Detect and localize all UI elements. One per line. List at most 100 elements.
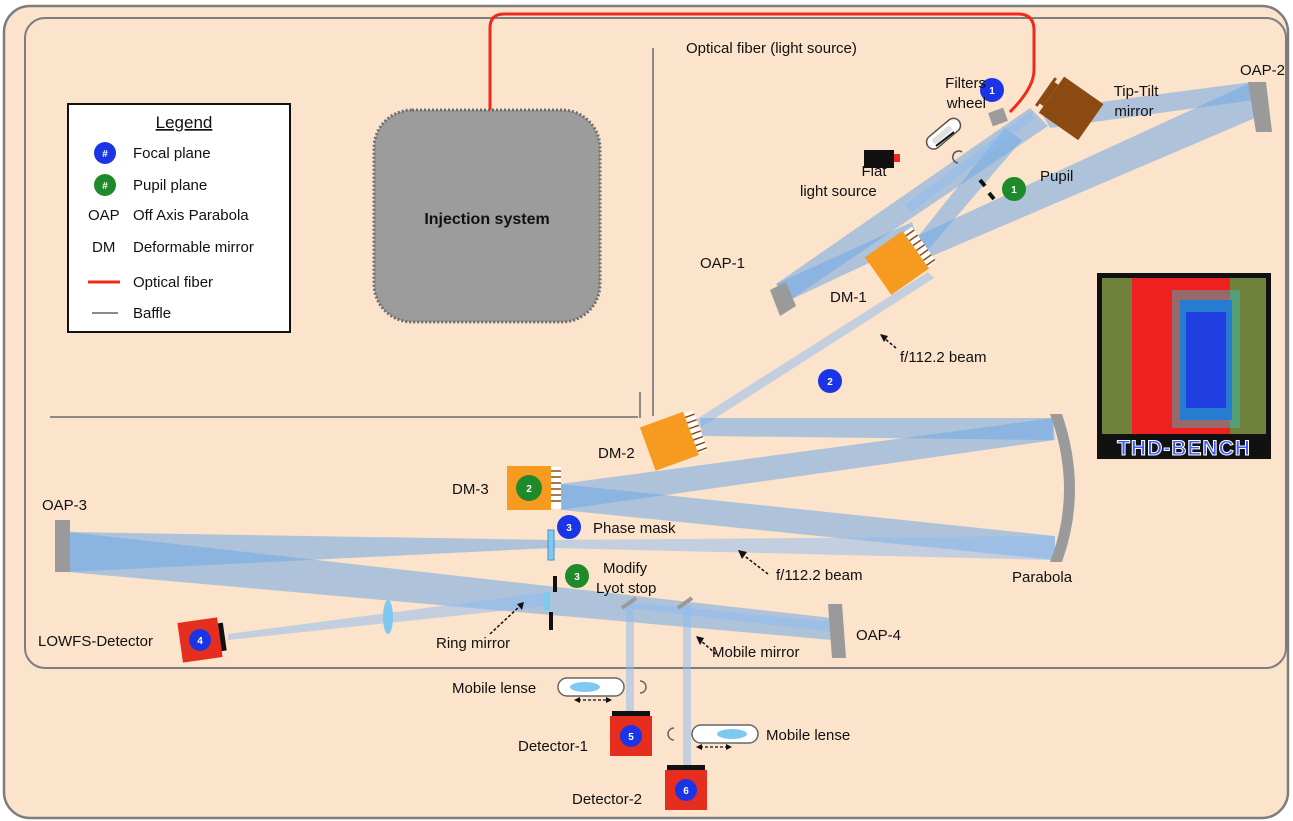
mobile-lense-left [570,682,600,692]
mobile-mirror-2 [676,596,694,610]
ring-mirror-label: Ring mirror [436,635,510,652]
oap1-mirror [770,282,796,316]
mobile-lense-left-travel-head-r [606,697,612,703]
filters-wheel-rotation [952,150,963,164]
lowfs-detector-label: LOWFS-Detector [38,633,153,650]
detector2-window [667,765,705,770]
legend: Legend # Focal plane # Pupil plane OAP O… [67,103,291,333]
beams [68,82,1255,765]
pupil-plane-marker-2 [516,475,542,501]
beam-oap3-oap4 [68,532,832,640]
mobile-lense-left-label: Mobile lense [452,680,536,697]
thd-bench-label: THD-BENCH [1117,437,1251,460]
beam-lower-label: f/112.2 beam [776,567,862,584]
focal-plane-marker-6 [675,779,697,801]
ring-mirror [544,592,550,610]
tip-tilt-label-2: mirror [1114,103,1153,120]
pupil-plane-number-3: 3 [574,572,580,583]
focal-plane-number-4: 4 [197,636,203,647]
beam-arrow-upper [883,337,897,349]
pupil-plane-number-1: 1 [1011,185,1017,196]
optical-fiber-label: Optical fiber (light source) [686,40,857,57]
legend-pupil-hash: # [102,181,108,192]
beam-source [905,112,1035,212]
legend-focal-symbol [94,142,116,164]
oap3-mirror [55,520,70,572]
phase-mask [547,529,555,561]
mobile-lense-left-travel-head-l [574,697,580,703]
fiber-output [988,107,1008,127]
pupil-stop-a [978,178,987,188]
mobile-lense-right-label: Mobile lense [766,727,850,744]
focal-plane-marker-5 [620,725,642,747]
pupil-label: Pupil [1040,168,1073,185]
focal-plane-number-3: 3 [566,523,572,534]
legend-focal-label: Focal plane [133,145,211,162]
beam-dm1-dm2 [692,272,934,428]
beam-oap1-dm1 [776,222,918,300]
pupil-plane-marker-1 [1002,177,1026,201]
detector2-label: Detector-2 [572,791,642,808]
mobile-lense-right-bracket [667,727,675,741]
beam-oap2-dm1 [908,82,1255,262]
focal-plane-marker-1 [980,78,1004,102]
filters-wheel [925,117,962,150]
beam-upper-label: f/112.2 beam [900,349,986,366]
legend-pupil-symbol [94,174,116,196]
parabola-mirror [1050,414,1075,562]
mobile-lense-right [717,729,747,739]
detector1-window [612,711,650,716]
mobile-mirror-1 [620,596,638,610]
legend-dm-label: Deformable mirror [133,239,254,256]
legend-title: Legend [156,113,213,132]
legend-oap-label: Off Axis Parabola [133,207,249,224]
dm1-label: DM-1 [830,289,867,306]
focal-plane-number-5: 5 [628,732,634,743]
pupil-plane-marker-3 [565,564,589,588]
oap4-label: OAP-4 [856,627,901,644]
mobile-mirror-arrow [699,639,717,655]
detector1-label: Detector-1 [518,738,588,755]
flat-light-source [864,150,894,168]
injection-system-box [372,108,602,324]
tip-tilt-mirror [1035,76,1104,141]
flat-source-label-2: light source [800,183,877,200]
pupil-stop-b [987,191,996,201]
mobile-mirror-arrow-head [696,636,704,645]
dm2 [639,410,708,471]
pupil-plane-number-2: 2 [526,484,532,495]
focal-plane-marker-4 [189,629,211,651]
mobile-lense-left-bracket [639,680,647,694]
dm2-label: DM-2 [598,445,635,462]
ring-mirror-arrow [489,605,521,635]
focal-plane-marker-2 [818,369,842,393]
beam-arrow-lower [741,553,769,575]
lowfs-lens [383,600,393,634]
filters-wheel-label-1: Filters [945,75,986,92]
mobile-mirror-label: Mobile mirror [712,644,800,661]
filters-wheel-filter [935,131,955,147]
lyot-stop-label: Lyot stop [596,580,656,597]
oap4-mirror [828,604,846,658]
phase-mask-label: Phase mask [593,520,676,537]
mobile-lense-right-travel-head-r [726,744,732,750]
focal-plane-number-1: 1 [989,86,995,97]
legend-fiber-label: Optical fiber [133,274,213,291]
optical-fiber [488,12,1036,114]
oap3-label: OAP-3 [42,497,87,514]
focal-plane-marker-3 [557,515,581,539]
beam-arrow-upper-head [880,334,888,342]
thd-bench-logo: THD-BENCH [1097,273,1271,461]
legend-focal-hash: # [102,149,108,160]
beam-arrow-lower-head [738,550,747,559]
dm3-label: DM-3 [452,481,489,498]
oap1-label: OAP-1 [700,255,745,272]
beam-cross [912,128,1022,250]
parabola-label: Parabola [1012,569,1073,586]
focal-plane-number-2: 2 [827,377,833,388]
tip-tilt-label-1: Tip-Tilt [1114,83,1160,100]
focal-plane-number-6: 6 [683,786,689,797]
beam-to-detector1 [626,605,634,711]
legend-oap-symbol: OAP [88,207,120,224]
